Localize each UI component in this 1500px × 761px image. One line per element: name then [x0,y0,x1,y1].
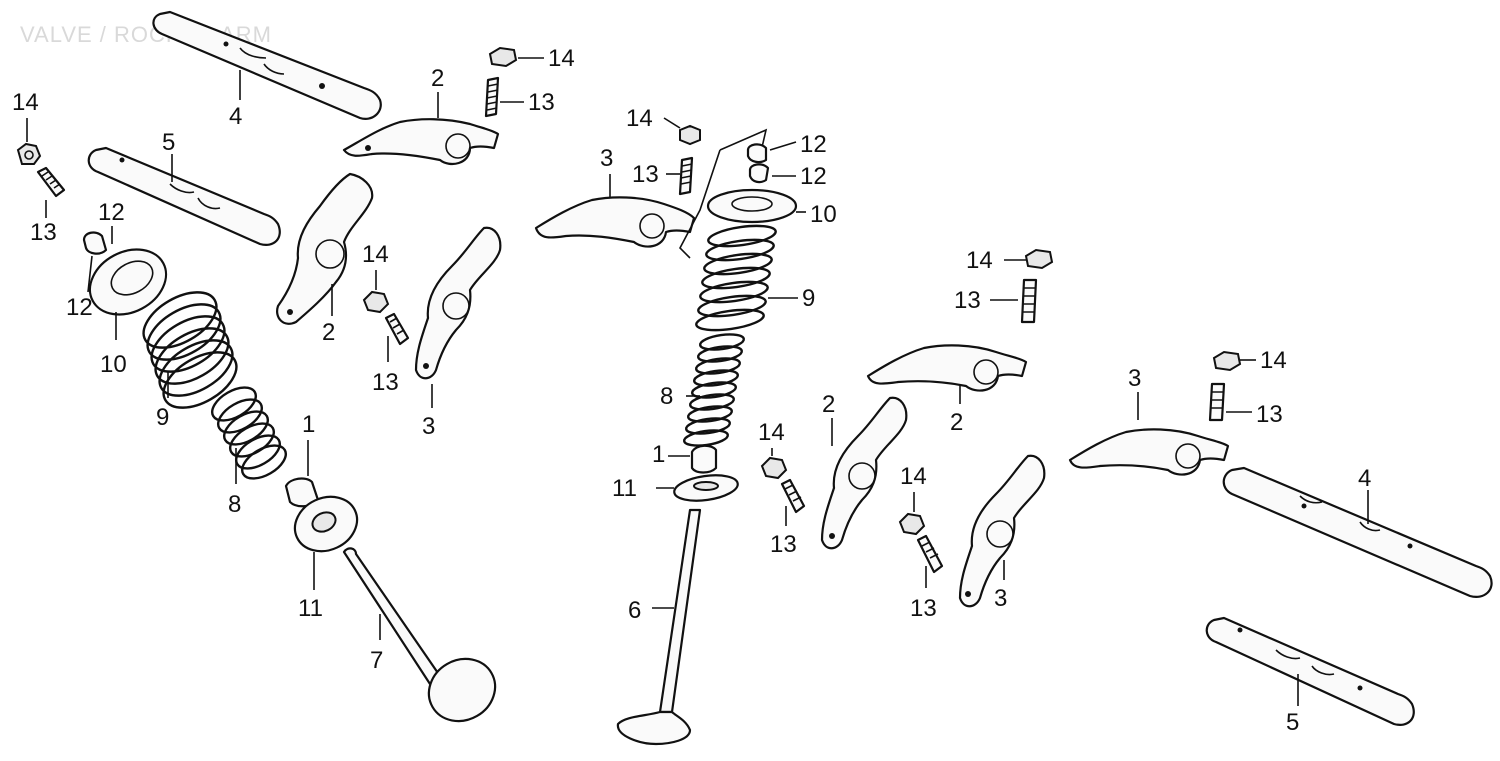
rocker-arm-2 [276,172,374,325]
callout-6: 6 [628,597,641,624]
adjusting-screw-13 [780,478,806,514]
callout-8: 8 [660,383,673,410]
rocker-arm-2 [866,344,1028,392]
callout-11: 11 [298,595,323,622]
callout-14: 14 [758,419,785,446]
rocker-arm-3 [958,454,1046,608]
rocker-arm-3 [414,226,502,380]
callout-3: 3 [422,413,435,440]
outer-valve-spring-9 [695,224,777,332]
callout-4: 4 [229,103,242,130]
rocker-shaft-5-left [87,146,281,246]
rocker-arm-3 [534,196,696,248]
callout-14: 14 [548,45,575,72]
callout-14: 14 [362,241,389,268]
callout-4: 4 [1358,465,1371,492]
adjusting-nut-14 [1024,248,1054,270]
callout-7: 7 [370,647,383,674]
callout-9: 9 [156,404,169,431]
callout-2: 2 [322,319,335,346]
adjusting-nut-14 [760,456,788,480]
rocker-shaft-4-right [1222,466,1493,598]
spring-seat-11 [293,495,359,553]
spring-seat-11 [673,474,739,502]
adjusting-screw-13 [916,534,944,574]
callout-13: 13 [954,287,981,314]
callout-13: 13 [1256,401,1283,428]
adjusting-nut-14 [679,124,701,146]
callout-13: 13 [528,89,555,116]
callout-10: 10 [810,201,837,228]
rocker-shaft-4-left [152,10,382,120]
callout-12: 12 [800,131,827,158]
callout-12: 12 [800,163,827,190]
adjusting-screw-13 [384,312,410,346]
callout-9: 9 [802,285,815,312]
callout-13: 13 [372,369,399,396]
callout-14: 14 [12,89,39,116]
exhaust-valve-6 [616,508,702,746]
adjusting-screw-13 [1020,278,1038,324]
callout-13: 13 [632,161,659,188]
callout-2: 2 [431,65,444,92]
adjusting-screw-13 [1208,382,1226,422]
spring-retainer-10 [88,248,168,316]
callout-14: 14 [900,463,927,490]
rocker-arm-2 [820,396,908,550]
callout-5: 5 [1286,709,1299,736]
callout-5: 5 [162,129,175,156]
callout-12: 12 [66,294,93,321]
callout-13: 13 [30,219,57,246]
callout-12: 12 [98,199,125,226]
leader-line [87,255,93,293]
outer-valve-spring-9 [142,291,238,409]
rocker-arm-3 [1068,428,1230,476]
inner-valve-spring-8 [682,333,746,447]
valve-cotter-12 [82,231,108,255]
leader-line [663,117,681,129]
callout-1: 1 [652,441,665,468]
rocker-arm-2 [342,118,500,166]
callout-13: 13 [910,595,937,622]
adjusting-screw-13 [678,156,694,196]
callout-8: 8 [228,491,241,518]
callout-13: 13 [770,531,797,558]
callout-3: 3 [994,585,1007,612]
callout-14: 14 [626,105,653,132]
stem-seal-1 [690,444,718,474]
rocker-shaft-5-right [1205,616,1415,726]
spring-retainer-10 [706,188,798,224]
adjusting-nut-14 [362,290,390,314]
inner-valve-spring-8 [211,386,287,480]
adjusting-screw-13 [36,166,66,198]
valve-cotter-12 [746,143,770,184]
adjusting-screw-13 [484,76,500,118]
callout-2: 2 [822,391,835,418]
callout-14: 14 [966,247,993,274]
callout-3: 3 [1128,365,1141,392]
adjusting-nut-14 [1212,350,1242,372]
adjusting-nut-14 [16,142,42,165]
callout-14: 14 [1260,347,1287,374]
callout-10: 10 [100,351,127,378]
leader-line [769,141,797,151]
callout-1: 1 [302,411,315,438]
callout-11: 11 [612,475,637,502]
callout-2: 2 [950,409,963,436]
intake-valve-7 [342,547,497,723]
adjusting-nut-14 [488,46,518,68]
adjusting-nut-14 [898,512,926,536]
callout-3: 3 [600,145,613,172]
